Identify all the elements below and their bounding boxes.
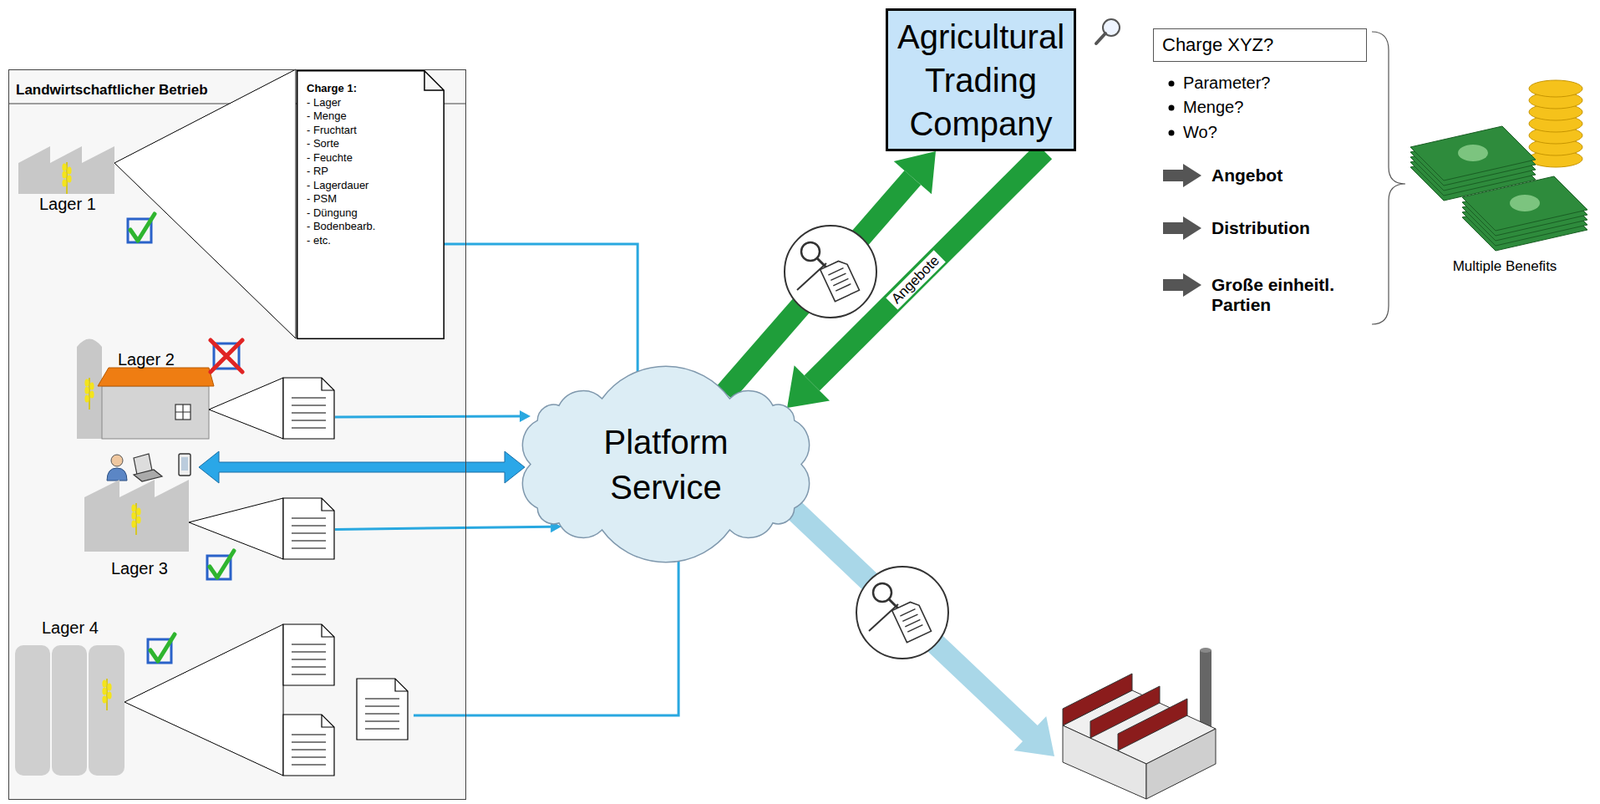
search-box: Charge XYZ?: [1153, 28, 1367, 62]
cloud-outline: [522, 365, 809, 562]
data-flow-line: [413, 550, 679, 716]
request-band: [725, 177, 913, 393]
wheat-symbol: [61, 162, 72, 194]
batch-attribute: - RP: [306, 164, 329, 179]
platform-label: Platform Service: [573, 419, 758, 510]
double-arrow: [198, 451, 525, 483]
batch-attribute: - Sorte: [306, 137, 340, 152]
batch-attribute: - PSM: [306, 192, 337, 207]
batch-attribute: - Bodenbearb.: [306, 219, 376, 234]
document-icon: [283, 497, 335, 559]
banknote-stack: [1410, 126, 1588, 251]
batch-attribute: - Menge: [306, 109, 347, 124]
batch-document: Charge 1:- Lager- Menge- Fruchtart- Sort…: [296, 70, 445, 340]
data-flow-line: [444, 243, 644, 392]
callout-wedge: [124, 624, 284, 776]
data-flow-line: [335, 416, 520, 417]
document-icon: [283, 377, 335, 439]
cross-mark: [210, 340, 243, 372]
document-icon: [283, 714, 335, 776]
benefit-item: Angebot: [1211, 165, 1283, 186]
storage-node: Lager 4: [15, 618, 414, 777]
coin-stack: [1528, 80, 1583, 168]
cloud-outline: [515, 382, 817, 546]
user-devices: [106, 453, 191, 482]
data-flow-line: [335, 526, 551, 529]
factory-icon: [1062, 647, 1216, 799]
farm-ground: [8, 69, 467, 800]
criteria-item: Menge?: [1183, 97, 1244, 117]
batch-attribute: - etc.: [306, 233, 331, 249]
silo-house-icon: [76, 339, 214, 440]
batch-attribute: - Düngung: [306, 206, 358, 221]
benefit-item: Große einheitl. Partien: [1211, 274, 1358, 315]
magnifier-icon: [1096, 19, 1120, 44]
warehouse-icon: [18, 146, 115, 194]
document-icon: [356, 678, 408, 740]
storage-label: Lager 3: [111, 558, 168, 579]
batch-attribute: - Fruchtart: [306, 123, 357, 138]
check-mark: [207, 550, 234, 580]
criteria-item: Parameter?: [1183, 73, 1271, 93]
platform-cloud: Platform Service: [515, 382, 817, 546]
block-arrows: [1163, 163, 1202, 297]
data-flow-line: [335, 410, 531, 422]
data-flow-line: [335, 520, 562, 533]
document-icon: [283, 624, 335, 686]
arrow-head: [519, 410, 531, 422]
bullet-dots: [1168, 81, 1175, 137]
trading-company-box: Agricultural Trading Company: [885, 8, 1077, 152]
benefit-item: Distribution: [1211, 218, 1311, 239]
company-label: Agricultural Trading Company: [891, 15, 1071, 146]
batch-attribute: - Feuchte: [306, 151, 353, 166]
batch-attribute: Charge 1:: [306, 81, 357, 97]
wheat-symbol: [101, 678, 112, 711]
callout-wedge: [188, 497, 284, 559]
callout-wedge: [114, 69, 296, 339]
check-mark: [127, 213, 155, 243]
silo-group-icon: [15, 645, 125, 776]
callout-wedge: [208, 377, 284, 439]
edge-label: Angebote: [885, 249, 945, 310]
wheat-symbol: [84, 377, 94, 410]
storage-node: Lager 2: [77, 337, 336, 440]
storage-node: Lager 3: [85, 480, 336, 582]
check-mark: [147, 634, 175, 663]
storage-node: Lager 1: [19, 147, 137, 218]
warehouse-icon: [84, 479, 189, 552]
arrow-head: [787, 365, 830, 408]
curly-brace: [1371, 31, 1406, 325]
data-flow-line: [444, 243, 638, 381]
benefit-caption: Multiple Benefits: [1452, 258, 1558, 275]
secure-document-badge: [784, 225, 877, 318]
criteria-item: Wo?: [1183, 122, 1218, 143]
search-query: Charge XYZ?: [1162, 34, 1274, 56]
secure-document-badge: [856, 566, 949, 659]
delivery-arrow: [782, 497, 1055, 757]
storage-label: Lager 1: [39, 194, 97, 214]
document-outline: [297, 71, 445, 340]
storage-label: Lager 2: [117, 350, 175, 370]
batch-attribute: - Lager: [306, 96, 341, 111]
panel-heading: Landwirtschaftlicher Betrieb: [15, 81, 209, 99]
data-flow-line: [413, 539, 685, 716]
storage-label: Lager 4: [41, 618, 99, 638]
farm-panel: Landwirtschaftlicher BetriebLager 1 Charg…: [8, 69, 467, 800]
arrow-head: [893, 151, 936, 194]
batch-attribute: - Lagerdauer: [306, 178, 369, 194]
wheat-symbol: [131, 502, 141, 535]
